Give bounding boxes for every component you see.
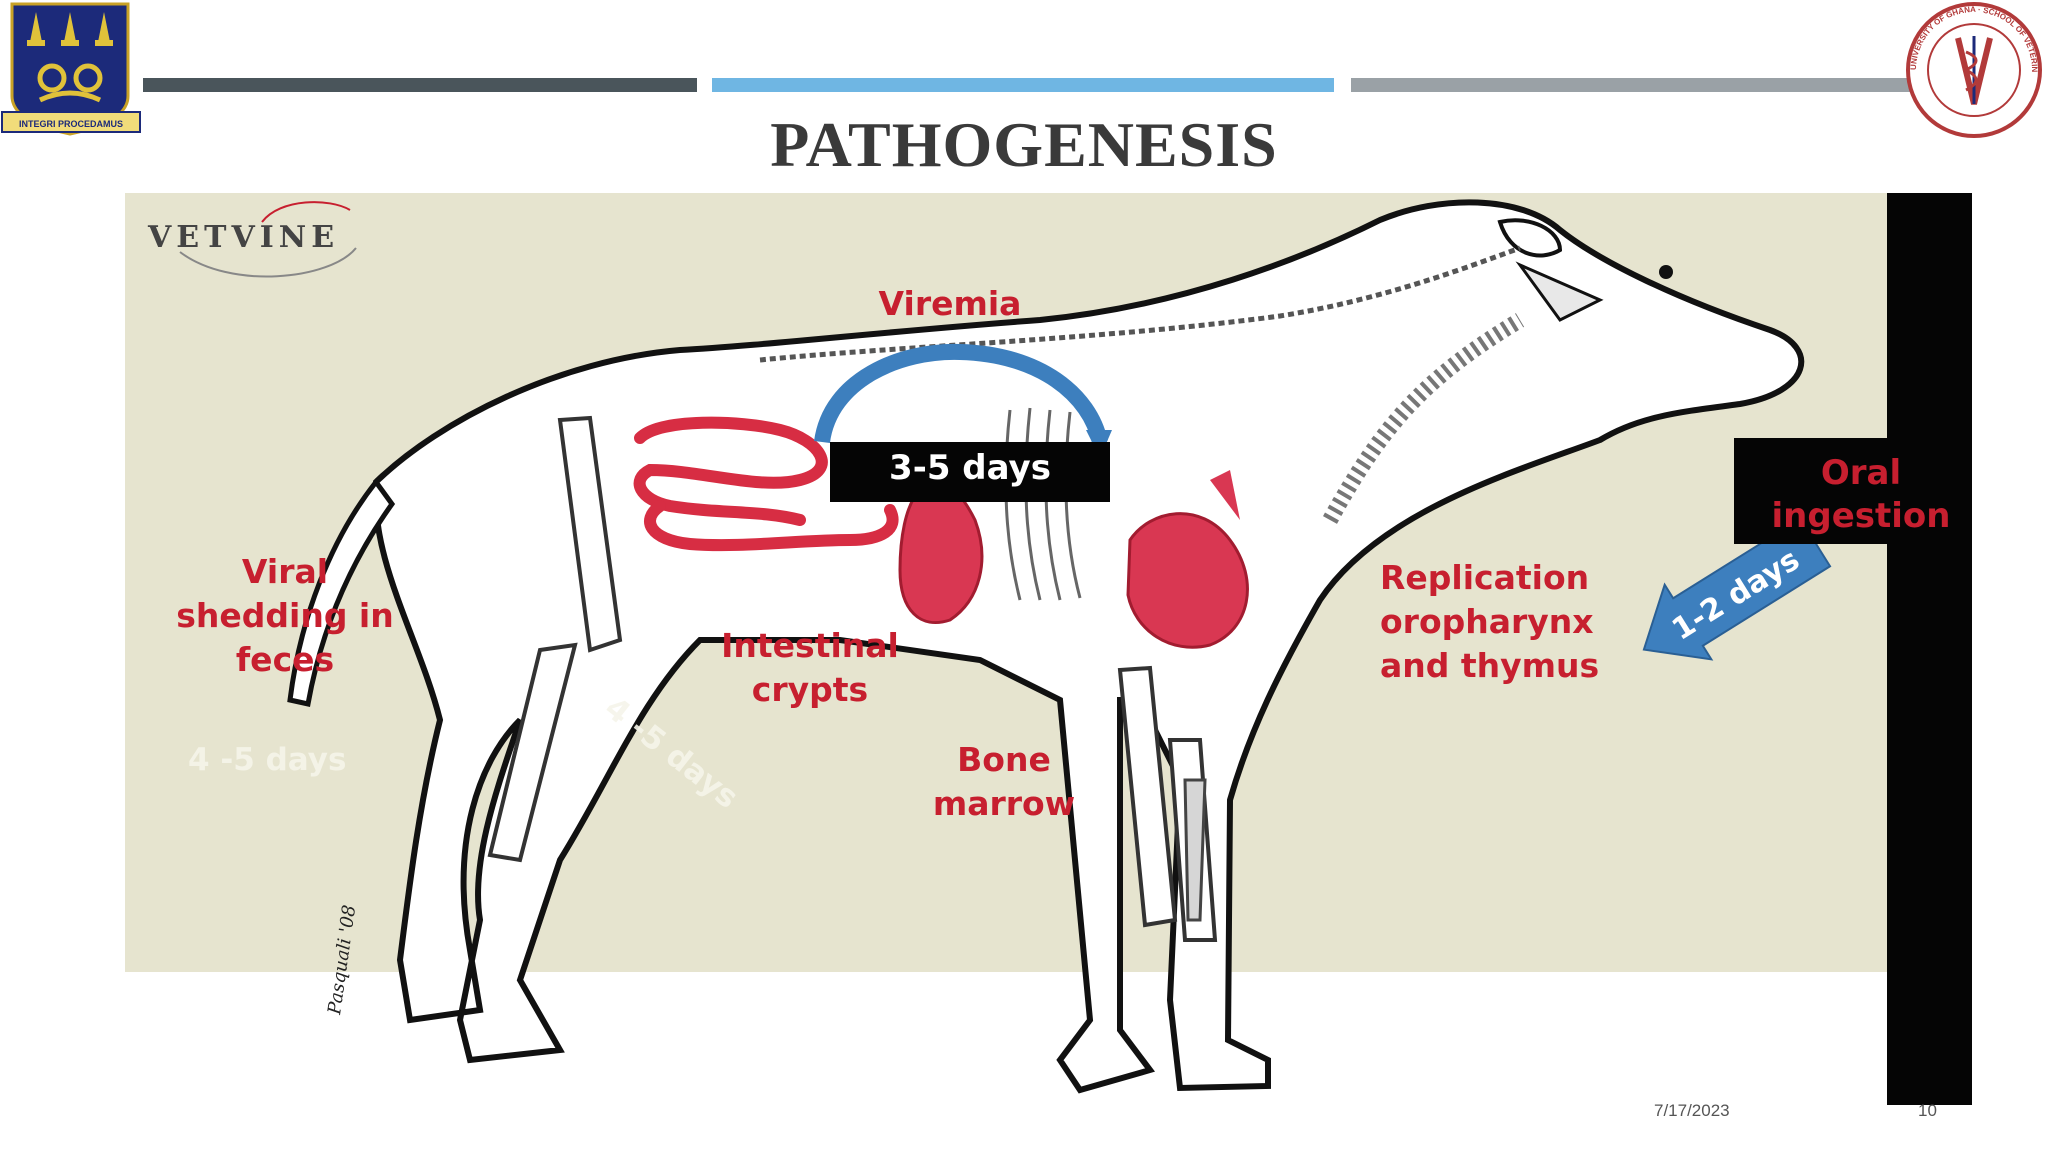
oral-line-2: ingestion [1771,496,1951,536]
bone-marrow-label: Bone marrow [904,738,1104,826]
intestinal-line-1: Intestinal [721,626,899,665]
header-bar-gray [1351,78,1911,92]
replication-line-3: and thymus [1380,646,1600,685]
viral-line-3: feces [235,640,335,679]
viral-line-2: shedding in [176,596,394,635]
footer-date: 7/17/2023 [1654,1101,1730,1120]
replication-line-2: oropharynx [1380,602,1594,641]
bone-line-1: Bone [957,740,1051,779]
three-five-days-label: 3-5 days [889,448,1051,488]
viral-line-1: Viral [241,552,329,591]
four-five-days-label-a: 4 -5 days [188,742,347,778]
viremia-label: Viremia [878,284,1022,323]
bone-line-2: marrow [932,784,1076,823]
header-bar-dark [143,78,697,92]
replication-line-1: Replication [1380,558,1590,597]
slide-title: PATHOGENESIS [770,109,1278,180]
black-side-strip [1887,193,1972,1105]
oral-line-1: Oral [1820,453,1902,493]
oral-ingestion-label: Oral ingestion [1734,452,1988,538]
header-bar-blue [712,78,1334,92]
replication-label: Replication oropharynx and thymus [1380,556,1599,688]
viral-shedding-label: Viral shedding in feces [150,550,420,682]
seal-ring-text: UNIVERSITY OF GHANA · SCHOOL OF VETERINA… [0,0,2039,73]
oral-ingestion-box [1734,438,1972,544]
three-five-days-box [830,442,1110,502]
intestinal-crypts-label: Intestinal crypts [700,624,920,712]
diagram-floor [125,972,1887,1112]
footer-page-number: 10 [1918,1101,1937,1120]
intestinal-line-2: crypts [751,670,869,709]
